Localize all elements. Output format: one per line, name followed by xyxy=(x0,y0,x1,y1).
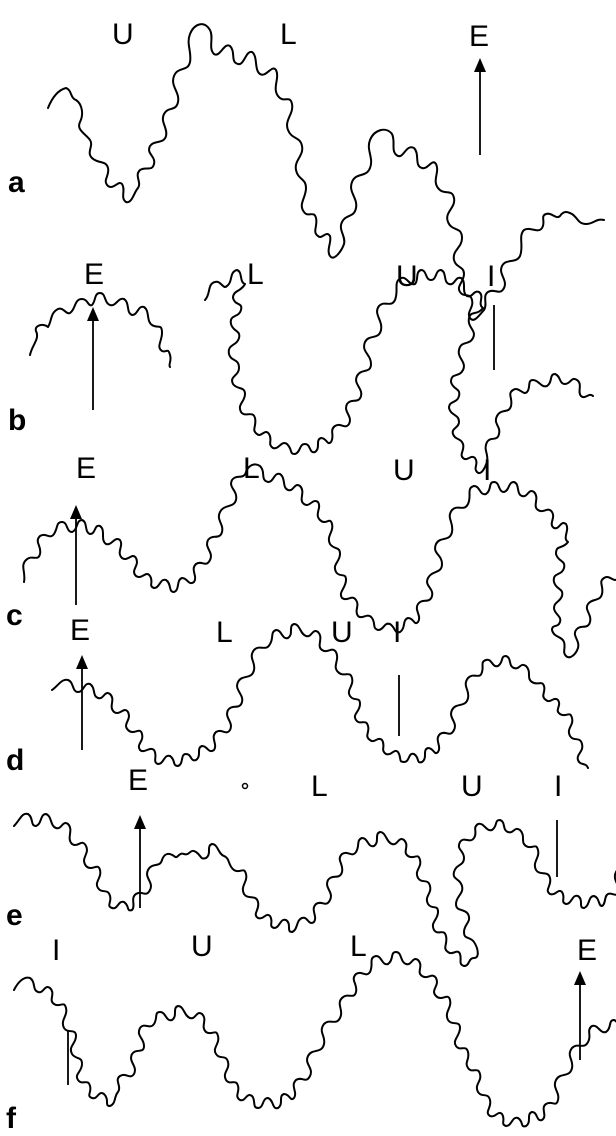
lobe-label-a-3: E xyxy=(469,20,489,53)
lobe-label-e-2: L xyxy=(311,770,328,803)
lobe-label-e-4: I xyxy=(554,770,562,803)
lobe-label-f-4: E xyxy=(577,934,597,967)
lobe-label-c-4: I xyxy=(483,454,491,487)
arrowhead-d xyxy=(76,655,88,669)
arrowhead-e xyxy=(134,815,146,829)
lobe-label-d-1: E xyxy=(70,614,90,647)
lobe-label-f-3: L xyxy=(350,930,367,963)
lobe-label-f-2: U xyxy=(191,930,213,963)
lobe-label-a-1: U xyxy=(112,18,134,51)
lobe-label-d-4: I xyxy=(393,616,401,649)
lobe-label-d-2: L xyxy=(216,616,233,649)
suture-line-a xyxy=(48,24,604,320)
lobe-label-a-2: L xyxy=(280,18,297,51)
panel-e: E L U I e xyxy=(6,764,616,966)
lobe-label-e-1: E xyxy=(128,764,148,797)
panel-label-d: d xyxy=(6,744,24,777)
lobe-label-b-1: E xyxy=(84,258,104,291)
arrowhead-a xyxy=(474,58,486,72)
panel-label-a: a xyxy=(8,166,25,199)
lobe-label-b-3: U xyxy=(396,260,418,293)
dot-mark xyxy=(243,784,248,789)
panel-c: E L U I c xyxy=(6,452,616,657)
arrowhead-b xyxy=(87,307,99,321)
arrowhead-f xyxy=(574,971,586,985)
panel-label-b: b xyxy=(8,404,26,437)
panel-label-e: e xyxy=(6,899,23,932)
lobe-label-d-3: U xyxy=(331,616,353,649)
suture-line-e xyxy=(14,814,616,966)
lobe-label-c-2: L xyxy=(243,452,260,485)
panel-f: I U L E f xyxy=(6,930,616,1136)
panel-b: E L U I b xyxy=(8,258,593,473)
lobe-label-e-3: U xyxy=(461,770,483,803)
lobe-label-b-4: I xyxy=(487,260,495,293)
panel-d: E L U I d xyxy=(6,614,588,777)
lobe-label-b-2: L xyxy=(247,258,264,291)
panel-label-c: c xyxy=(6,599,23,632)
suture-line-b-right xyxy=(205,270,593,473)
suture-line-b-left xyxy=(30,293,171,367)
lobe-label-c-1: E xyxy=(76,452,96,485)
suture-line-d xyxy=(52,624,588,768)
lobe-label-f-1: I xyxy=(52,934,60,967)
suture-line-c xyxy=(23,464,616,657)
lobe-label-c-3: U xyxy=(393,454,415,487)
panel-label-f: f xyxy=(6,1102,17,1135)
suture-line-f xyxy=(14,952,616,1136)
arrowhead-c xyxy=(70,505,82,519)
